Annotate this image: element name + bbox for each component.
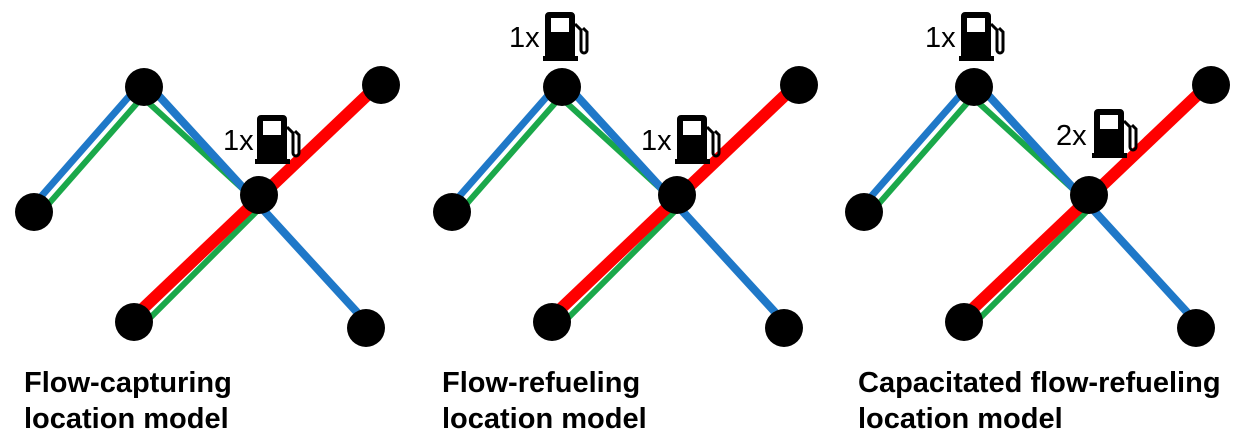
fuel-pump-icon — [1092, 109, 1138, 158]
panel-flow-capturing: 1x Flow-capturing location model — [0, 0, 415, 443]
fuel-pump-icon — [675, 115, 721, 164]
node — [125, 68, 163, 106]
node — [115, 303, 153, 341]
fuel-station: 1x — [925, 12, 1005, 61]
fuel-station: 1x — [509, 12, 589, 61]
caption-line-2: location model — [442, 403, 647, 435]
node — [780, 66, 818, 104]
fuel-pump-icon — [543, 12, 589, 61]
network-diagram: 1x 1x — [433, 12, 818, 347]
station-count-label: 1x — [925, 22, 956, 54]
node — [362, 66, 400, 104]
green-route-segment — [453, 91, 567, 218]
panel-caption: Flow-capturing location model — [24, 365, 232, 437]
caption-line-2: location model — [858, 403, 1063, 435]
panel-caption: Capacitated flow-refueling location mode… — [858, 365, 1221, 437]
route-lines — [858, 77, 1216, 330]
network-diagram: 1x 2x — [845, 12, 1230, 347]
node — [1070, 176, 1108, 214]
fuel-station: 2x — [1056, 109, 1138, 158]
node — [1177, 309, 1215, 347]
green-route-segment — [138, 200, 268, 330]
route-lines — [28, 77, 386, 330]
nodes — [15, 66, 400, 347]
blue-route-segment — [446, 82, 560, 211]
station-count-label: 1x — [223, 125, 254, 157]
blue-route-segment — [28, 82, 142, 211]
fuel-station: 1x — [223, 115, 301, 164]
nodes — [433, 66, 818, 347]
node — [533, 303, 571, 341]
caption-line-1: Flow-capturing — [24, 367, 232, 399]
station-count-label: 1x — [509, 22, 540, 54]
node — [945, 303, 983, 341]
green-route-segment — [35, 91, 149, 218]
panel-caption: Flow-refueling location model — [442, 365, 647, 437]
node — [955, 68, 993, 106]
fuel-pump-icon — [255, 115, 301, 164]
green-route-segment — [968, 200, 1098, 330]
caption-line-1: Capacitated flow-refueling — [858, 367, 1221, 399]
node — [15, 193, 53, 231]
fuel-station: 1x — [641, 115, 721, 164]
node — [658, 176, 696, 214]
green-route-segment — [556, 200, 686, 330]
node — [845, 193, 883, 231]
panel-flow-refueling: 1x 1x Flow-refueling location model — [418, 0, 833, 443]
node — [240, 176, 278, 214]
node — [543, 68, 581, 106]
panel-capacitated-flow-refueling: 1x 2x Capacitated flow-refueling locatio… — [830, 0, 1245, 443]
node — [433, 193, 471, 231]
nodes — [845, 66, 1230, 347]
caption-line-2: location model — [24, 403, 229, 435]
network-diagram: 1x — [15, 66, 400, 347]
station-count-label: 1x — [641, 125, 672, 157]
fuel-pump-icon — [959, 12, 1005, 61]
green-route-segment — [865, 91, 979, 218]
node — [1192, 66, 1230, 104]
node — [765, 309, 803, 347]
blue-route-segment — [858, 82, 972, 211]
station-count-label: 2x — [1056, 120, 1087, 152]
route-lines — [446, 77, 804, 330]
caption-line-1: Flow-refueling — [442, 367, 641, 399]
node — [347, 309, 385, 347]
